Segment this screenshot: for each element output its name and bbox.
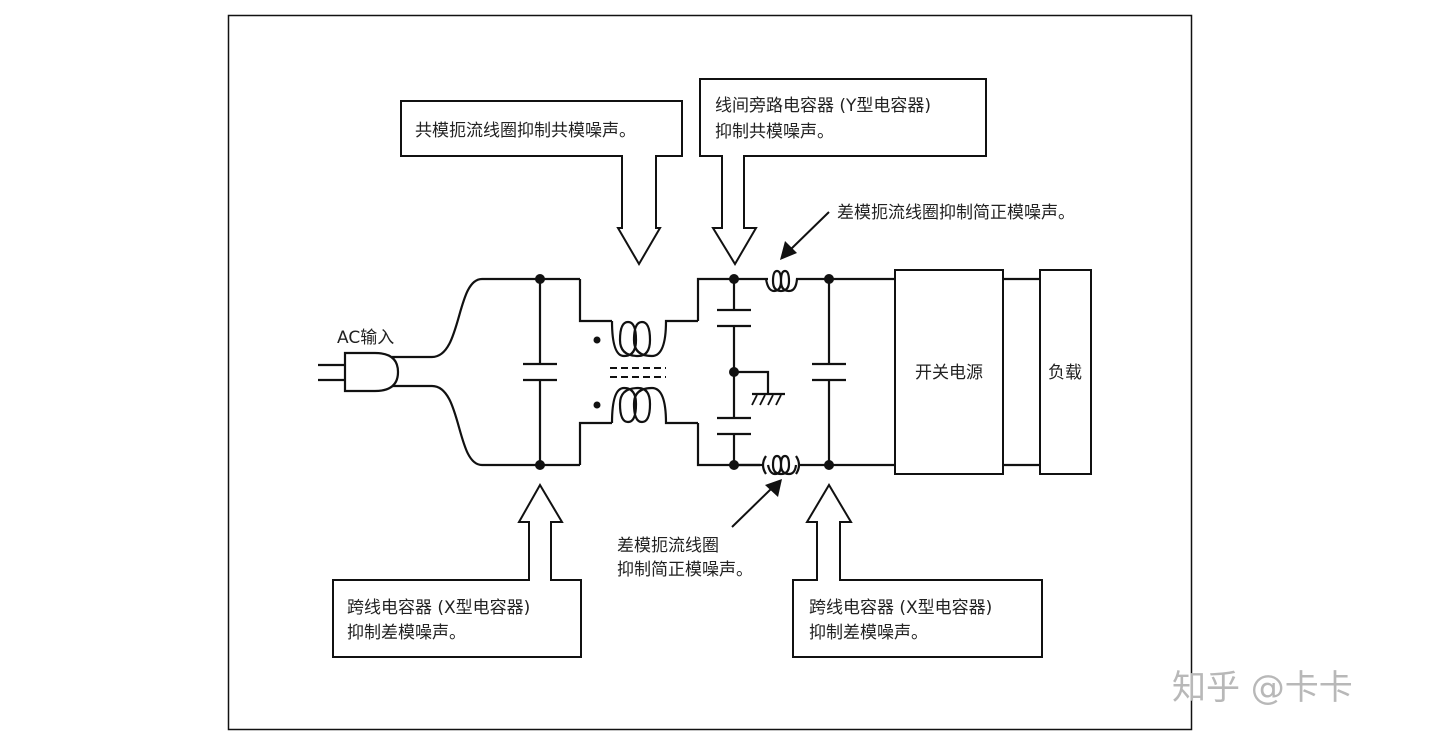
smps-label: 开关电源 — [915, 363, 983, 383]
dm-choke-top-callout-text: 差模扼流线圈抑制简正模噪声。 — [837, 203, 1075, 223]
ac-plug-icon — [318, 351, 400, 393]
dm-choke-bottom-callout-text-line1: 差模扼流线圈 — [617, 536, 719, 556]
load-label: 负载 — [1048, 363, 1082, 383]
x-cap-right-callout-text-line2: 抑制差模噪声。 — [809, 623, 928, 643]
wire — [578, 421, 612, 465]
common-mode-choke-icon — [593, 319, 698, 425]
y-cap-callout-text-line2: 抑制共模噪声。 — [715, 122, 834, 142]
x-cap-right-callout-text-line1: 跨线电容器 (X型电容器) — [809, 598, 992, 618]
node-dot — [729, 367, 739, 377]
x-cap-left-callout-text-line1: 跨线电容器 (X型电容器) — [347, 598, 530, 618]
x-cap-left-callout-box — [332, 483, 582, 658]
watermark: 知乎 @卡卡 — [1172, 668, 1353, 708]
x-cap-left-callout-text-line2: 抑制差模噪声。 — [347, 623, 466, 643]
cm-choke-callout-box — [400, 100, 683, 266]
node-dot — [535, 274, 545, 284]
load-block — [1039, 269, 1092, 475]
dm-choke-bottom-arrow-icon — [731, 479, 782, 528]
x-capacitor-2-icon — [812, 279, 846, 465]
wire — [578, 279, 612, 323]
x-cap-right-callout-box — [792, 483, 1043, 658]
diagram-frame — [227, 14, 1193, 731]
dm-choke-top-icon — [764, 269, 828, 293]
dm-choke-bottom-icon — [734, 454, 828, 476]
neutral-wire-bottom — [392, 384, 580, 467]
smps-block — [894, 269, 1004, 475]
y-cap-callout-text-line1: 线间旁路电容器 (Y型电容器) — [715, 96, 931, 116]
x-capacitor-1-icon — [523, 279, 557, 465]
wire — [696, 277, 768, 321]
y-cap-callout-box — [699, 78, 987, 266]
wire — [696, 423, 760, 467]
node-dot — [535, 460, 545, 470]
dm-choke-bottom-callout-text-line2: 抑制简正模噪声。 — [617, 560, 753, 580]
dm-choke-top-arrow-icon — [780, 211, 830, 260]
ground-icon — [734, 370, 785, 406]
line-wire-top — [392, 277, 580, 359]
node-dot — [729, 274, 739, 284]
cm-choke-callout-text: 共模扼流线圈抑制共模噪声。 — [415, 121, 636, 141]
ac-input-label: AC输入 — [337, 328, 394, 348]
